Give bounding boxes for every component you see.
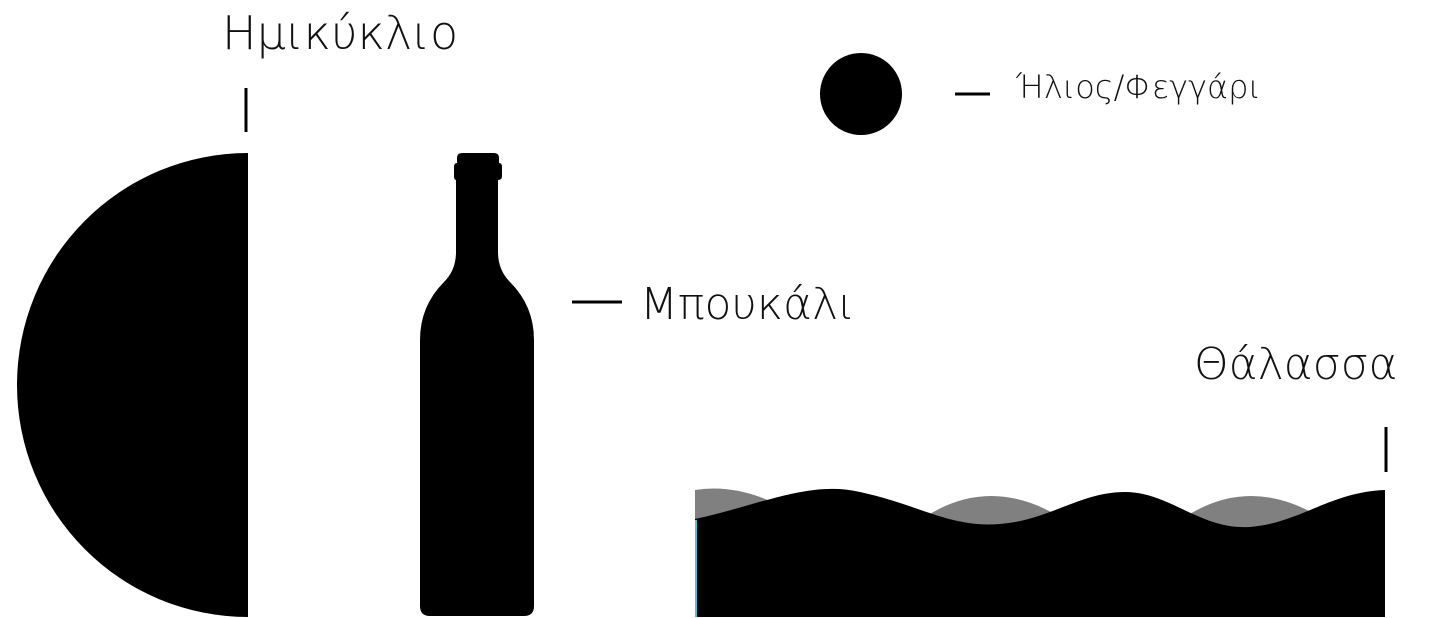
sun-moon-shape	[820, 53, 902, 135]
semicircle-label: Ημικύκλιο	[222, 6, 459, 60]
bottle-label: Μπουκάλι	[640, 279, 856, 330]
sun-moon-label: Ήλιος/Φεγγάρι	[1016, 68, 1261, 106]
semicircle-shape	[17, 153, 248, 617]
bottle-shape	[420, 153, 534, 616]
sea-label: Θάλασσα	[1194, 339, 1398, 390]
sea-front-wave	[695, 488, 1385, 617]
